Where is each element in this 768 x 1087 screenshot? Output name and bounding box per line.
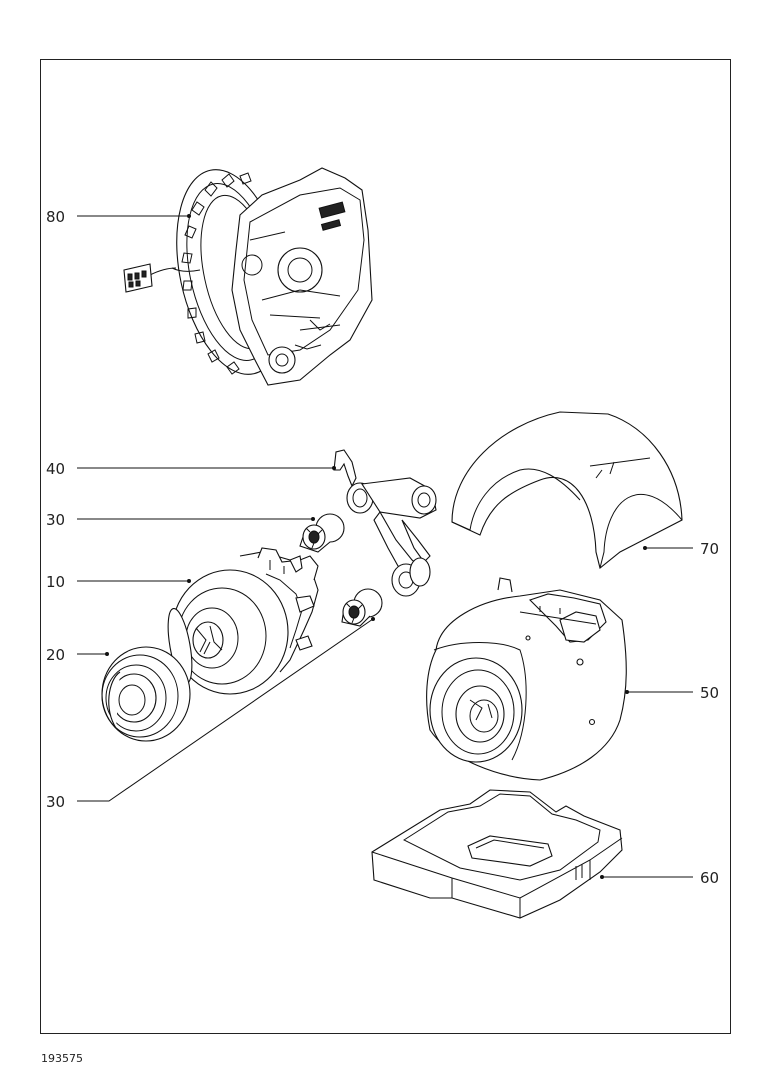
part-70-cover [451, 411, 683, 569]
drawing-frame [40, 59, 731, 1034]
part-60-tray [371, 789, 623, 919]
callout-70: 70 [700, 540, 719, 558]
part-20-seal-ring [101, 646, 191, 742]
part-40-bracket [333, 449, 437, 597]
part-10-motor [167, 547, 319, 695]
callout-40: 40 [46, 460, 65, 478]
part-30-lower-bushing [341, 588, 383, 627]
document-number: 193575 [41, 1052, 83, 1065]
callout-30-upper: 30 [46, 511, 65, 529]
leader-lines [77, 214, 693, 879]
callout-50: 50 [700, 684, 719, 702]
part-30-upper-bushing [299, 513, 345, 553]
callout-10: 10 [46, 573, 65, 591]
callout-30-lower: 30 [46, 793, 65, 811]
callout-20: 20 [46, 646, 65, 664]
part-50-housing [426, 577, 627, 781]
part-80-cable-reel [123, 167, 373, 386]
callout-60: 60 [700, 869, 719, 887]
callout-80: 80 [46, 208, 65, 226]
